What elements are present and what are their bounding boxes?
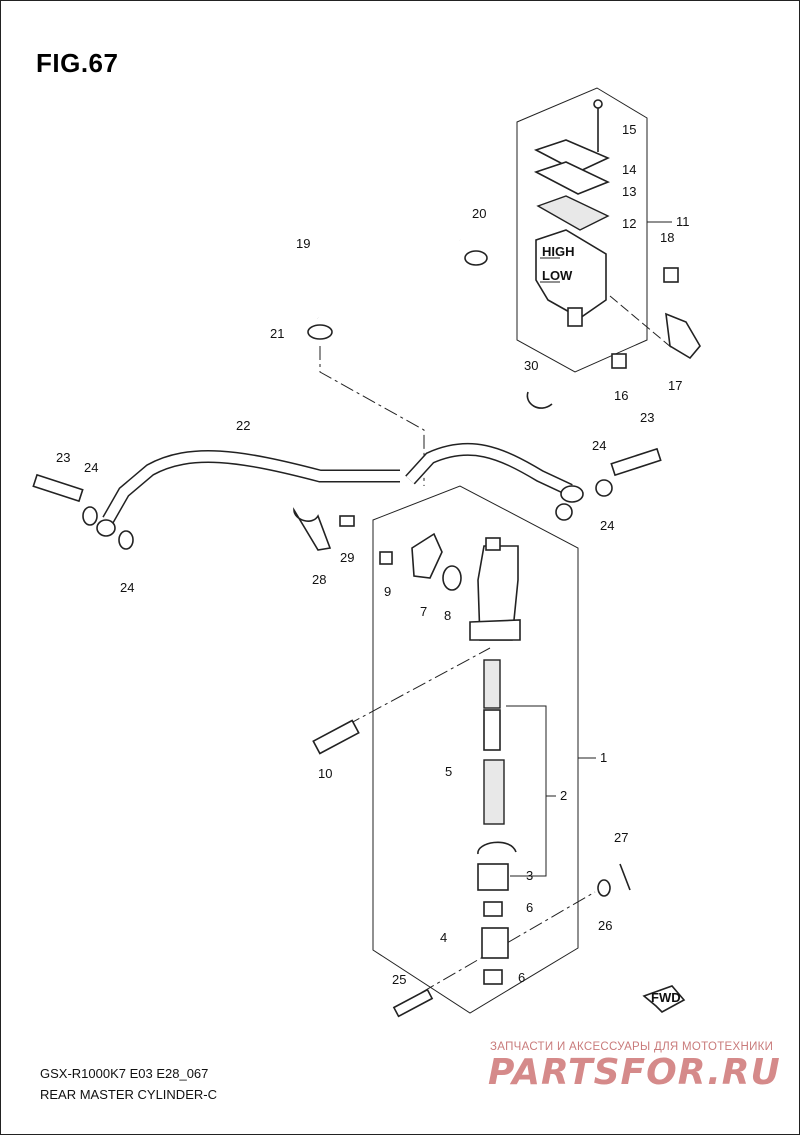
clevis-part-4: [481, 927, 509, 959]
watermark-logo: PARTSFOR.RU: [488, 1052, 781, 1093]
nut-part-6b: [483, 969, 503, 985]
banjo-right: [560, 485, 584, 503]
circlip-part: [477, 841, 517, 855]
callout: 5: [445, 764, 452, 779]
callout: 7: [420, 604, 427, 619]
washer-part-24a: [82, 506, 98, 526]
brake-hose-part-22-fill: [103, 444, 573, 523]
callout: 17: [668, 378, 682, 393]
callout: 20: [472, 206, 486, 221]
callout: 16: [614, 388, 628, 403]
model-code: GSX-R1000K7 E03 E28_067: [40, 1066, 209, 1081]
watermark-tagline: ЗАПЧАСТИ И АКСЕССУАРЫ ДЛЯ МОТОТЕХНИКИ: [490, 1041, 774, 1053]
callout: 24: [84, 460, 98, 475]
piston-part-2: [483, 709, 501, 751]
callout: 23: [640, 410, 654, 425]
washer-part-24d: [555, 503, 573, 521]
callout: 28: [312, 572, 326, 587]
callout: 10: [318, 766, 332, 781]
inlet-fitting-part-7: [411, 532, 443, 579]
callout: 12: [622, 216, 636, 231]
reservoir-low-mark: LOW: [542, 268, 573, 283]
group-bracket-2-3: [506, 705, 547, 877]
reservoir-part-11: [535, 229, 607, 319]
hose-guide-part-28: [293, 507, 332, 551]
washer-part-24c: [595, 479, 613, 497]
union-bolt-left-part-23: [32, 473, 84, 503]
push-rod-part-5: [483, 759, 505, 825]
callout: 26: [598, 918, 612, 933]
callout: 27: [614, 830, 628, 845]
master-cylinder-top: [485, 537, 501, 551]
nut-part-6a: [483, 901, 503, 917]
callout: 8: [444, 608, 451, 623]
callout: 18: [660, 230, 674, 245]
callout: 30: [524, 358, 538, 373]
diaphragm-part-12: [536, 195, 610, 231]
callout: 6: [518, 970, 525, 985]
figure-caption: REAR MASTER CYLINDER-C: [40, 1087, 217, 1102]
spring-part: [483, 659, 501, 709]
bolt-part-16: [611, 353, 627, 369]
clamp-part-30: [526, 391, 553, 409]
hose-part-19-fill: [306, 220, 461, 320]
reservoir-group-outline: [516, 87, 648, 373]
bolt-part-18: [663, 267, 679, 283]
callout: 24: [600, 518, 614, 533]
callout: 13: [622, 184, 636, 199]
diaphragm-plate-part-13: [533, 161, 610, 195]
washer-part-26: [597, 879, 611, 897]
boot-part-3: [477, 863, 509, 891]
master-cylinder-mount: [469, 619, 521, 641]
callout: 21: [270, 326, 284, 341]
bolt-part-29: [339, 515, 355, 527]
callout: 11: [676, 214, 690, 229]
fwd-label: FWD: [651, 990, 681, 1005]
hose-alignment-line: [319, 346, 425, 486]
callout: 6: [526, 900, 533, 915]
banjo-left: [96, 519, 116, 537]
callout: 23: [56, 450, 70, 465]
screw-head-part-15: [593, 99, 603, 109]
callout: 9: [384, 584, 391, 599]
callout: 4: [440, 930, 447, 945]
reservoir-high-mark: HIGH: [542, 244, 575, 259]
callout: 3: [526, 868, 533, 883]
o-ring-part-8: [442, 565, 462, 591]
clamp-part-21: [307, 324, 333, 340]
callout: 1: [600, 750, 607, 765]
fwd-arrow-icon: [642, 985, 686, 1013]
clamp-part-20: [464, 250, 488, 266]
callout: 19: [296, 236, 310, 251]
bracket-part-17: [665, 312, 701, 360]
washer-part-24b: [118, 530, 134, 550]
bracket-alignment-line: [609, 295, 673, 349]
callout: 2: [560, 788, 567, 803]
pivot-bolt-part-10: [312, 719, 360, 755]
cotter-pin-part-27: [619, 863, 631, 891]
clevis-pin-part-25: [392, 988, 434, 1018]
callout: 15: [622, 122, 636, 137]
callout: 22: [236, 418, 250, 433]
figure-title: FIG.67: [36, 48, 119, 78]
master-cylinder-group-outline: [372, 485, 579, 1014]
callout: 24: [120, 580, 134, 595]
callout: 24: [592, 438, 606, 453]
callout: 25: [392, 972, 406, 987]
screw-part-9: [379, 551, 393, 565]
callout: 14: [622, 162, 636, 177]
callout: 29: [340, 550, 354, 565]
reservoir-outlet: [567, 307, 583, 327]
union-bolt-right-part-23: [610, 447, 662, 477]
